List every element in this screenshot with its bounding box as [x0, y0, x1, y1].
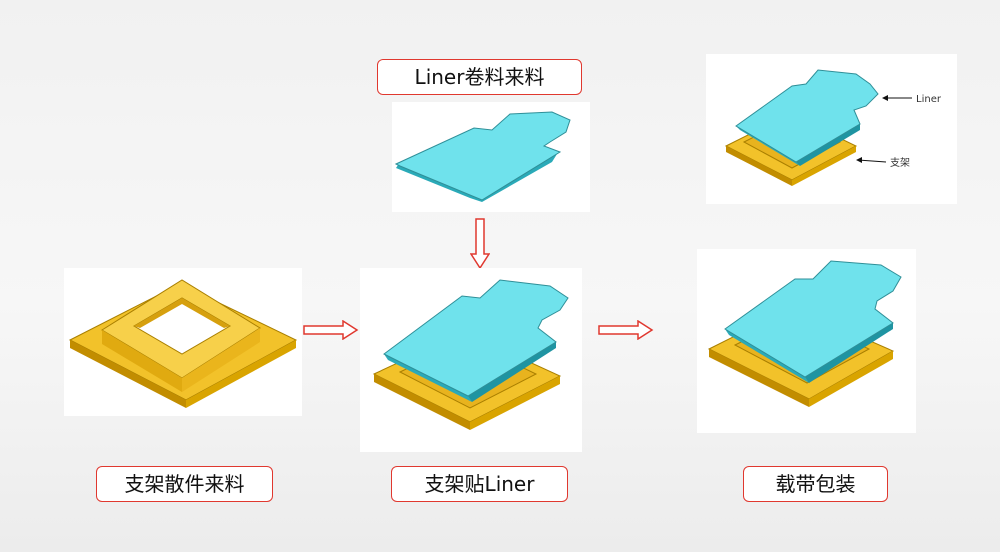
panel-bracket-loose [64, 268, 302, 416]
bracket-with-liner-illustration [372, 279, 569, 430]
liner-sheet [724, 260, 902, 383]
panel-liner-sheet [392, 102, 590, 212]
panel-annotated-assembly: Liner 支架 [706, 54, 957, 204]
arrow-down [470, 218, 490, 270]
panel-tape-packaging [697, 249, 916, 433]
label-bracket-feed-text: 支架散件来料 [124, 472, 245, 496]
panel-bracket-with-liner [360, 268, 582, 452]
label-liner-feed-text: Liner卷料来料 [414, 65, 545, 89]
label-bracket-feed: 支架散件来料 [96, 466, 273, 502]
annotated-assembly-illustration: Liner 支架 [724, 69, 942, 186]
liner-sheet [383, 279, 569, 402]
label-tape-pack-text: 载带包装 [775, 472, 856, 496]
label-tape-pack: 载带包装 [743, 466, 888, 502]
arrow-right-1 [303, 320, 359, 340]
arrow-right-2 [598, 320, 654, 340]
label-bracket-liner: 支架贴Liner [391, 466, 568, 502]
liner-sheet [735, 69, 879, 166]
liner-sheet-illustration [394, 111, 571, 202]
label-liner-feed: Liner卷料来料 [377, 59, 582, 95]
tape-packaging-illustration [707, 260, 902, 407]
label-bracket-liner-text: 支架贴Liner [424, 472, 535, 496]
bracket-frame [68, 279, 298, 408]
annotation-bracket: 支架 [856, 157, 910, 169]
annotation-bracket-text: 支架 [890, 157, 910, 169]
bracket-loose-illustration [68, 279, 298, 408]
annotation-liner-text: Liner [916, 94, 942, 105]
liner-sheet [394, 111, 571, 202]
annotation-liner: Liner [882, 94, 942, 105]
